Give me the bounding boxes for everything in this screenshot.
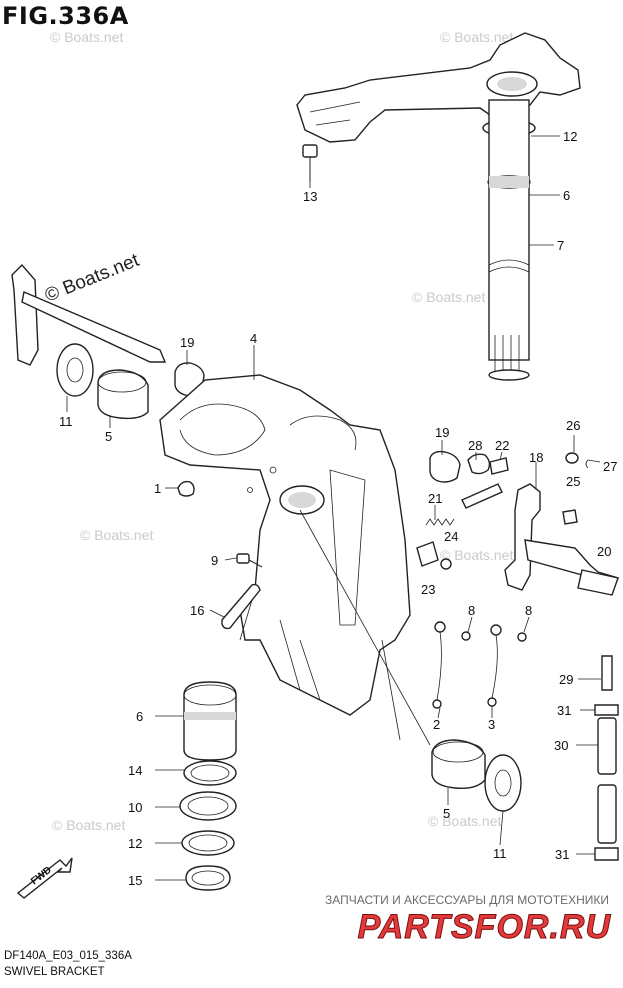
washer-26 — [565, 452, 579, 464]
fwd-direction-badge: FWD — [16, 857, 73, 899]
callout-6-lower: 6 — [136, 709, 143, 724]
bushing-5-lower — [431, 739, 486, 790]
bushing-5-left — [97, 369, 149, 420]
pad-20 — [577, 569, 619, 596]
watermark-top-right: © Boats.net — [440, 29, 513, 45]
part-28 — [467, 453, 491, 475]
watermark-mid-right2: © Boats.net — [440, 547, 513, 563]
bolt-13 — [302, 144, 318, 182]
callout-12-lower: 12 — [128, 836, 142, 851]
ground-wire-2 — [432, 621, 446, 709]
screw-8b — [517, 632, 527, 642]
callout-18: 18 — [529, 450, 543, 465]
callout-19-left: 19 — [180, 335, 194, 350]
collar-25 — [562, 509, 578, 525]
screw-8a — [461, 631, 471, 641]
callout-16: 16 — [190, 603, 204, 618]
bushing-19-right — [429, 450, 461, 483]
callout-labels: 12 13 6 7 11 5 19 4 1 19 28 22 18 26 27 … — [59, 129, 617, 888]
callout-28: 28 — [468, 438, 482, 453]
callout-31-bottom: 31 — [555, 847, 569, 862]
callout-14: 14 — [128, 763, 142, 778]
pin-27 — [585, 459, 601, 469]
callout-7: 7 — [557, 238, 564, 253]
steering-arm-part — [296, 32, 581, 143]
callout-23: 23 — [421, 582, 435, 597]
callout-6-top: 6 — [563, 188, 570, 203]
watermark-bottom-left: © Boats.net — [52, 817, 125, 833]
watermark-mid-left: © Boats.net — [80, 527, 153, 543]
callout-12-top: 12 — [563, 129, 577, 144]
callout-5-left: 5 — [105, 429, 112, 444]
watermark-top-left: © Boats.net — [50, 29, 123, 45]
callout-19-right: 19 — [435, 425, 449, 440]
callout-4: 4 — [250, 331, 257, 346]
callout-21: 21 — [428, 491, 442, 506]
watermark-mid-right: © Boats.net — [412, 289, 485, 305]
promo-tagline: ЗАПЧАСТИ И АКСЕССУАРЫ ДЛЯ МОТОТЕХНИКИ — [325, 893, 609, 907]
plate-23 — [416, 541, 439, 567]
washer-11-lower — [484, 754, 522, 812]
swivel-bracket-body — [159, 374, 411, 716]
callout-26: 26 — [566, 418, 580, 433]
callout-25: 25 — [566, 474, 580, 489]
clamp-31-bottom — [594, 847, 619, 861]
callout-31-top: 31 — [557, 703, 571, 718]
callout-22: 22 — [495, 438, 509, 453]
callout-9: 9 — [211, 553, 218, 568]
bolt-9 — [236, 553, 263, 568]
watermark-dark: © Boats.net — [42, 250, 143, 307]
callout-8-right: 8 — [525, 603, 532, 618]
lever-22 — [461, 483, 503, 509]
hose-30 — [597, 717, 617, 844]
callout-1: 1 — [154, 481, 161, 496]
promo-logo: PARTSFOR.RU — [357, 908, 611, 947]
spring-21 — [425, 518, 455, 526]
steering-shaft — [482, 99, 536, 381]
bushing-6-lower — [183, 681, 237, 761]
callout-24: 24 — [444, 529, 458, 544]
fitting-29 — [601, 655, 613, 691]
nut-1 — [177, 480, 195, 497]
callout-27: 27 — [603, 459, 617, 474]
footer-caption: SWIVEL BRACKET — [4, 966, 105, 978]
ring-10 — [179, 791, 237, 821]
leader-lines — [66, 135, 601, 881]
callout-2: 2 — [433, 717, 440, 732]
tilt-pin — [11, 263, 167, 366]
watermark-bottom-right: © Boats.net — [428, 813, 501, 829]
callout-20: 20 — [597, 544, 611, 559]
bracket-18 — [504, 483, 541, 591]
callout-30: 30 — [554, 738, 568, 753]
clamp-31-top — [594, 704, 619, 716]
callout-11-left: 11 — [59, 414, 73, 429]
callout-5-lower: 5 — [443, 806, 450, 821]
link-16 — [221, 583, 261, 630]
callout-3: 3 — [488, 717, 495, 732]
figure-title: FIG.336A — [2, 2, 129, 30]
part-22 — [489, 457, 509, 475]
ground-wire-3 — [487, 624, 502, 707]
callout-13: 13 — [303, 189, 317, 204]
washer-11-left — [56, 343, 94, 397]
bolt-24 — [440, 558, 452, 570]
callout-8-left: 8 — [468, 603, 475, 618]
footer-model-code: DF140A_E03_015_336A — [4, 950, 132, 962]
callout-15: 15 — [128, 873, 142, 888]
callout-11-lower: 11 — [493, 846, 507, 861]
ring-15 — [185, 865, 231, 891]
callout-10: 10 — [128, 800, 142, 815]
callout-29: 29 — [559, 672, 573, 687]
